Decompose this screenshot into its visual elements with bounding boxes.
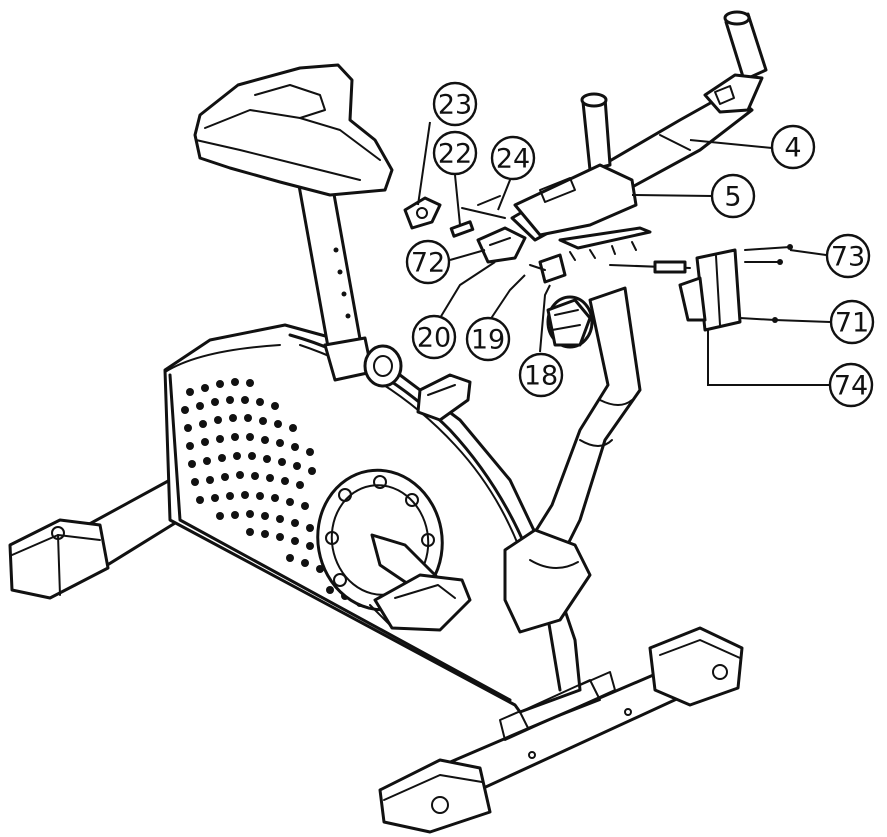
- console-unit: [678, 244, 793, 332]
- callout-4: 4: [770, 124, 816, 170]
- callout-18: 18: [518, 352, 564, 398]
- callout-72: 72: [405, 239, 451, 285]
- callout-19: 19: [465, 316, 511, 362]
- callout-24: 24: [490, 135, 536, 181]
- callout-label: 22: [438, 139, 472, 170]
- callout-label: 18: [524, 361, 558, 392]
- callout-label: 23: [438, 90, 472, 121]
- callout-73: 73: [825, 233, 871, 279]
- callout-74: 74: [828, 362, 874, 408]
- crank-assembly: [316, 468, 472, 632]
- side-knob: [416, 373, 472, 422]
- callout-label: 72: [411, 248, 445, 279]
- callout-23: 23: [432, 81, 478, 127]
- callout-label: 4: [784, 133, 801, 164]
- small-parts: [403, 195, 691, 347]
- callout-label: 24: [496, 144, 530, 175]
- leader-lines: [417, 121, 831, 386]
- callout-label: 19: [471, 325, 505, 356]
- callout-5: 5: [710, 173, 756, 219]
- console-bracket: [513, 163, 652, 261]
- callout-22: 22: [432, 130, 478, 176]
- callout-label: 71: [835, 308, 869, 339]
- callout-label: 5: [724, 182, 741, 213]
- callout-label: 74: [834, 371, 868, 402]
- callout-20: 20: [411, 314, 457, 360]
- rear-stabilizer: [8, 478, 187, 600]
- callout-label: 73: [831, 242, 865, 273]
- callout-label: 20: [417, 323, 451, 354]
- front-stabilizer: [378, 626, 744, 834]
- callout-71: 71: [829, 299, 875, 345]
- seat-assembly: [193, 63, 403, 388]
